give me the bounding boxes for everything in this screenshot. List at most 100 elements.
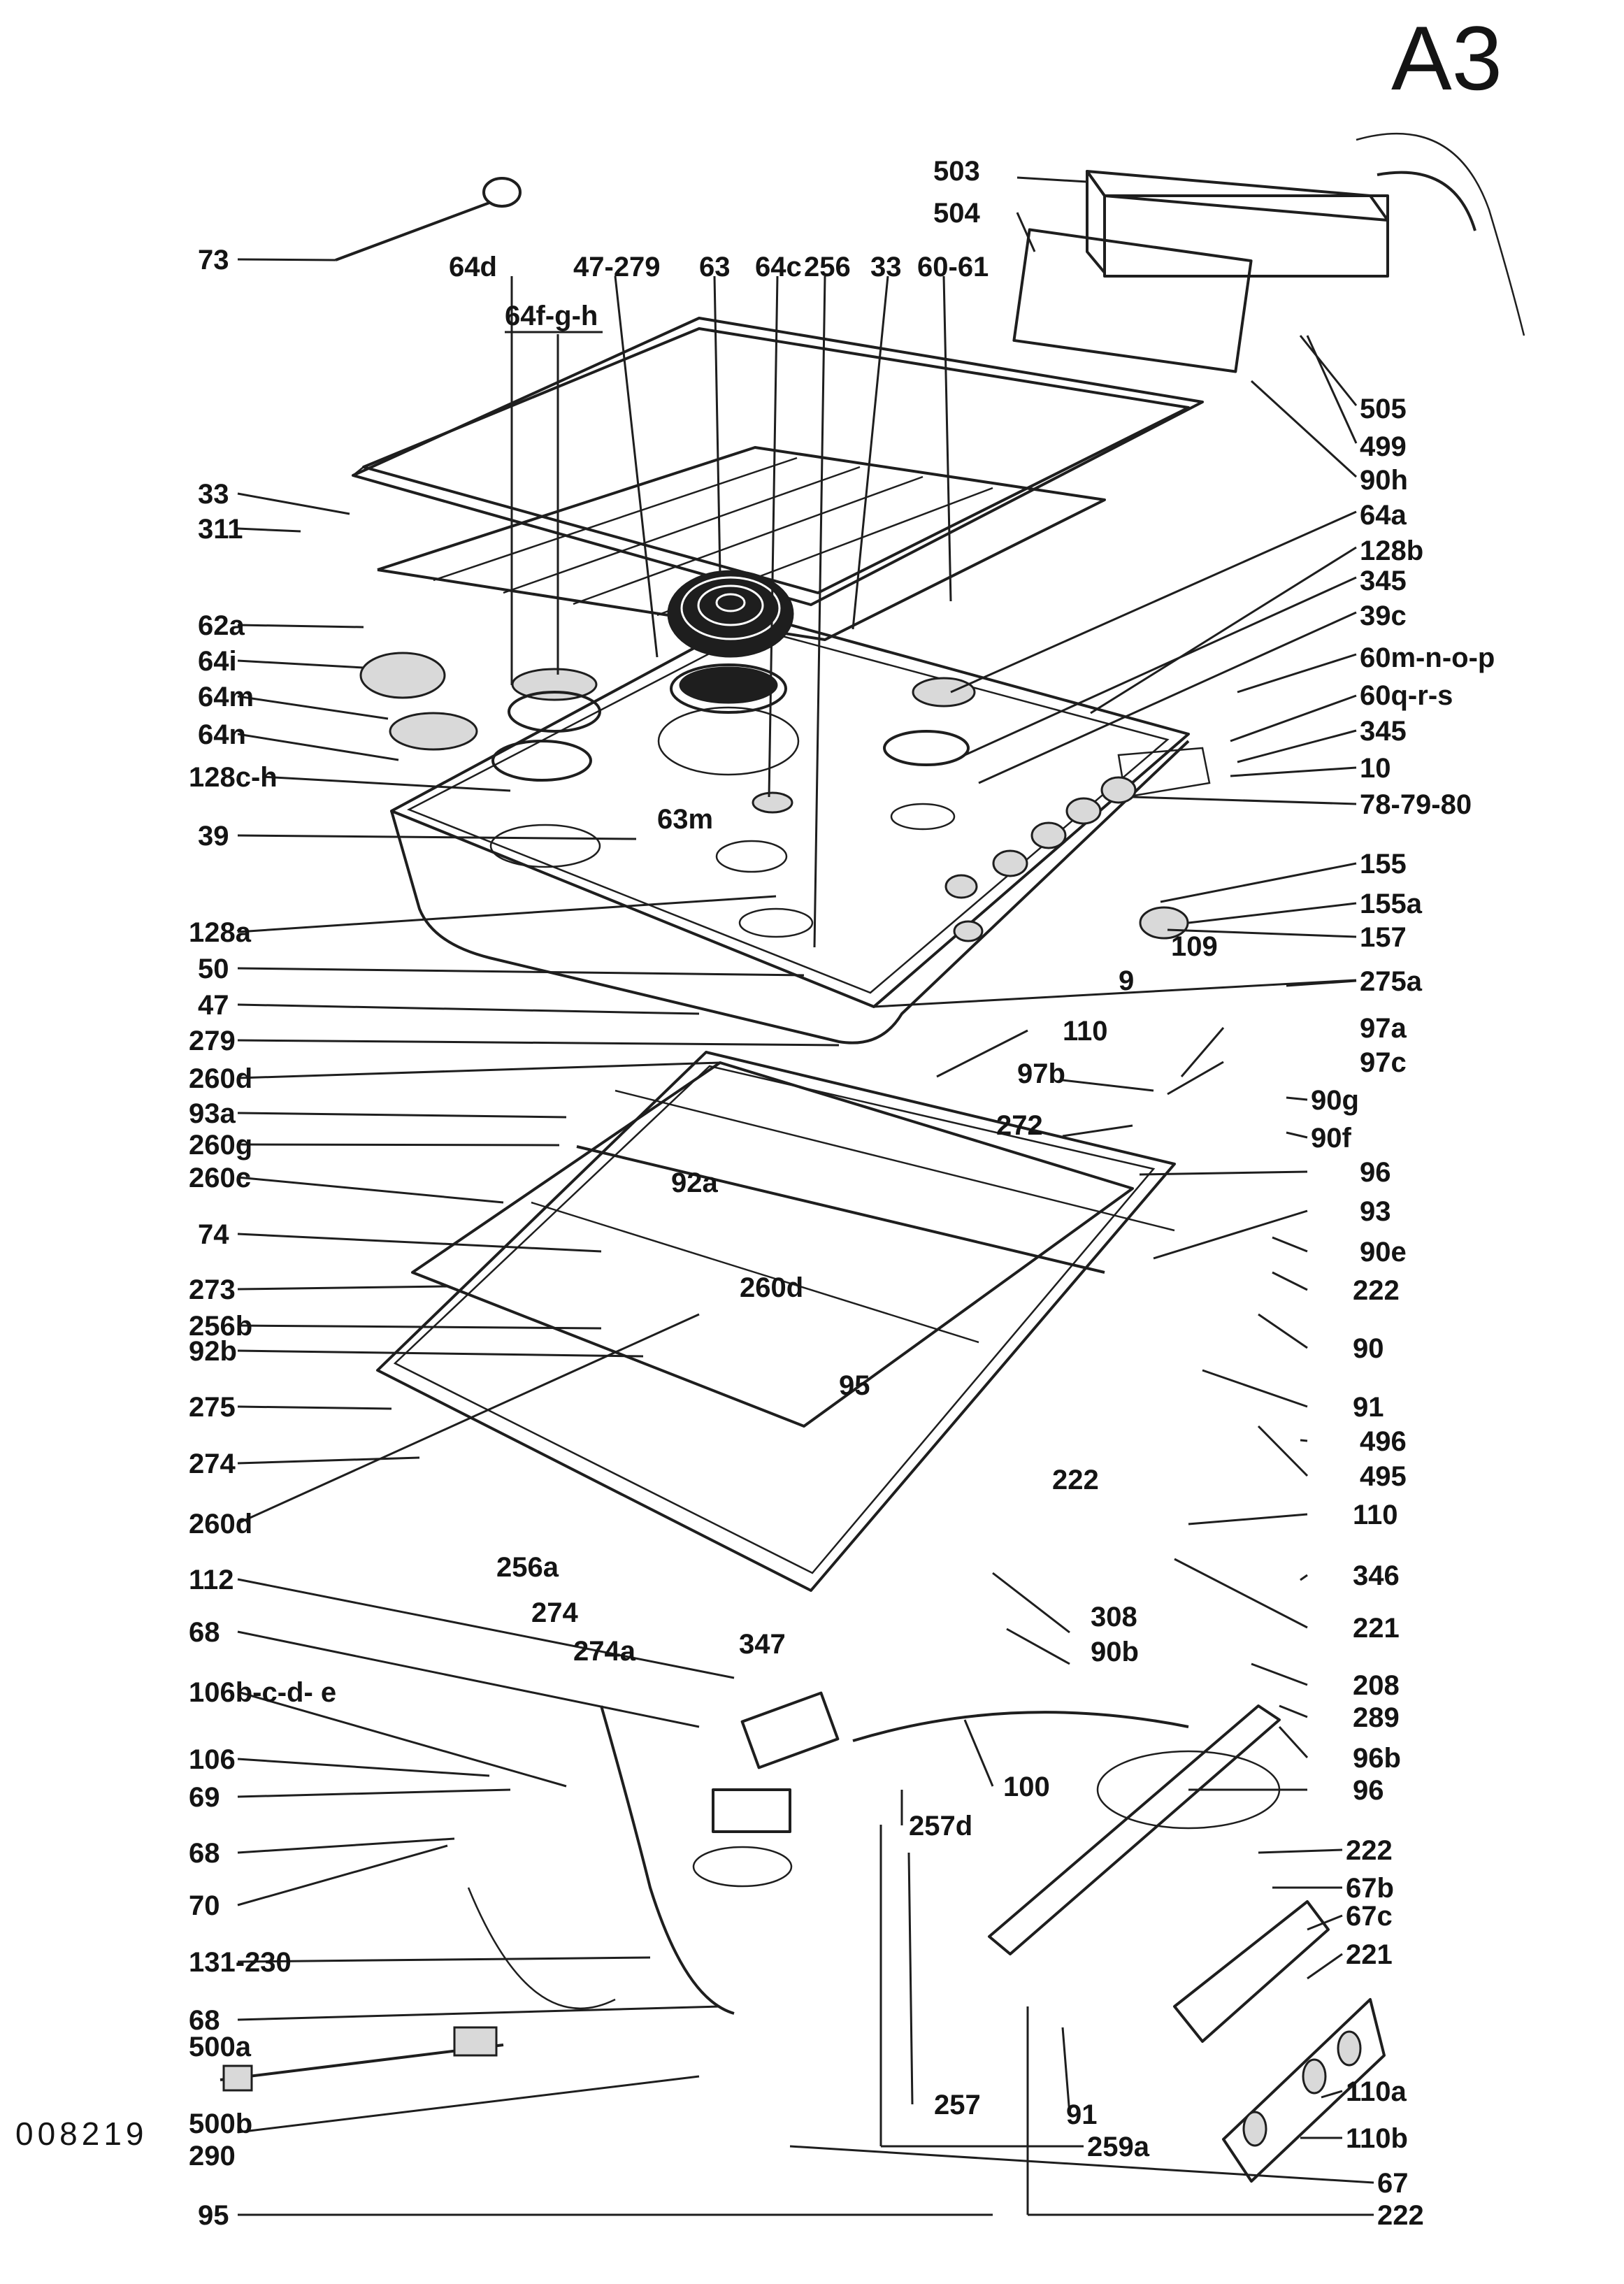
sheet-title: A3 [1391, 7, 1502, 109]
top-label: 64d [449, 252, 497, 282]
sub-label: 64f-g-h [505, 301, 598, 331]
callout-label: 67b [1346, 1873, 1394, 1904]
callout-label: 68 [189, 2005, 220, 2036]
callout-label: 100 [1003, 1772, 1050, 1802]
callout-label: 112 [189, 1565, 234, 1595]
callout-label: 274 [189, 1449, 236, 1479]
callout-label: 272 [996, 1110, 1043, 1141]
callout-label: 311 [198, 514, 243, 545]
callout-label: 347 [739, 1629, 786, 1660]
callout-label: 155 [1360, 849, 1407, 879]
callout-label: 63m [657, 804, 713, 835]
callout-label: 97a [1360, 1013, 1407, 1044]
left-callouts: 73 33 311 62a 64i 64m 64n 128c-h 63m 39 … [189, 245, 870, 2231]
hob-lid-drawing [352, 317, 1204, 606]
callout-label: 495 [1360, 1461, 1407, 1492]
parts-drawing [220, 132, 1525, 2183]
chassis-frame-drawing [376, 1051, 1176, 1592]
callout-label: 110 [1063, 1016, 1108, 1047]
callout-label: 90g [1311, 1085, 1359, 1116]
callout-label: 93 [1360, 1196, 1391, 1227]
callout-label: 68 [189, 1838, 220, 1869]
top-label: 33 [870, 252, 902, 282]
callout-label: 505 [1360, 394, 1407, 424]
callout-label: 62a [198, 610, 245, 641]
callout-label: 257d [909, 1811, 972, 1841]
callout-label: 110a [1346, 2076, 1407, 2107]
callout-label: 260d [740, 1272, 803, 1303]
callout-label: 106 [189, 1744, 236, 1775]
knob-row-drawing [944, 776, 1189, 942]
callout-label: 69 [189, 1782, 220, 1813]
rotisserie-spit-drawing [335, 177, 522, 261]
callout-label: 96b [1353, 1743, 1401, 1774]
hob-plate-drawing [390, 614, 1211, 1044]
callout-label: 131-230 [189, 1947, 292, 1978]
callout-label: 500a [189, 2032, 252, 2062]
callout-label: 290 [189, 2141, 236, 2171]
callout-label: 259a [1087, 2132, 1150, 2162]
top-label-row: 64d 47-279 63 64c 256 33 60-61 64f-g-h [449, 252, 989, 333]
callout-label: 64n [198, 719, 246, 750]
callout-label: 500b [189, 2109, 252, 2139]
callout-label: 33 [198, 479, 229, 510]
callout-label: 73 [198, 245, 229, 275]
callout-label: 110 [1353, 1500, 1398, 1530]
callout-label: 90b [1091, 1637, 1139, 1667]
callout-label: 308 [1091, 1602, 1137, 1632]
callout-label: 256a [496, 1552, 559, 1583]
callout-label: 504 [933, 198, 980, 229]
callout-label: 47 [198, 990, 229, 1021]
callout-label: 95 [839, 1370, 870, 1401]
callout-label: 60q-r-s [1360, 680, 1453, 711]
callout-label: 97b [1017, 1058, 1065, 1089]
top-label: 63 [699, 252, 731, 282]
callout-label: 70 [189, 1890, 220, 1921]
callout-label: 222 [1353, 1275, 1400, 1306]
callout-label: 345 [1360, 716, 1407, 747]
element-box-drawing [1012, 132, 1525, 373]
callout-label: 90h [1360, 465, 1408, 496]
callout-label: 222 [1377, 2200, 1424, 2231]
callout-label: 92b [189, 1336, 237, 1367]
callout-label: 274a [573, 1636, 636, 1667]
callout-label: 273 [189, 1274, 236, 1305]
callout-label: 60m-n-o-p [1360, 642, 1495, 673]
callout-label: 279 [189, 1026, 236, 1056]
callout-label: 91 [1353, 1392, 1384, 1423]
top-label: 60-61 [917, 252, 989, 282]
callout-label: 91 [1066, 2099, 1098, 2130]
callout-label: 260g [189, 1130, 252, 1161]
callout-label: 221 [1346, 1939, 1393, 1970]
top-label: 256 [804, 252, 851, 282]
callout-label: 74 [198, 1219, 229, 1250]
callout-label: 93a [189, 1098, 236, 1129]
top-label: 64c [755, 252, 802, 282]
leader-lines [237, 176, 1374, 2216]
callout-label: 67c [1346, 1901, 1393, 1932]
right-callouts: 503 504 505 499 90h 64a 128b 345 39c 60m… [909, 156, 1495, 2231]
callout-label: 222 [1346, 1835, 1393, 1866]
callout-label: 155a [1360, 889, 1423, 919]
callout-label: 110b [1346, 2123, 1408, 2154]
callout-label: 39 [198, 821, 229, 852]
callout-label: 222 [1052, 1465, 1099, 1495]
spit-rod-drawing [220, 2026, 504, 2092]
callout-label: 496 [1360, 1426, 1407, 1457]
callout-label: 499 [1360, 431, 1407, 462]
callout-label: 275a [1360, 966, 1423, 997]
callout-label: 90e [1360, 1237, 1407, 1267]
callout-label: 275 [189, 1392, 236, 1423]
callout-label: 128b [1360, 536, 1423, 566]
callout-label: 96 [1360, 1157, 1391, 1188]
gas-rail-drawing [467, 1691, 1386, 2183]
callout-label: 97c [1360, 1047, 1407, 1078]
callout-label: 78-79-80 [1360, 789, 1472, 820]
sheet-code: 008219 [15, 2116, 148, 2152]
callout-label: 106b-c-d- e [189, 1677, 336, 1708]
callout-label: 10 [1360, 753, 1391, 784]
callout-label: 503 [933, 156, 980, 187]
burner-drawing [359, 652, 976, 938]
callout-label: 274 [531, 1597, 578, 1628]
